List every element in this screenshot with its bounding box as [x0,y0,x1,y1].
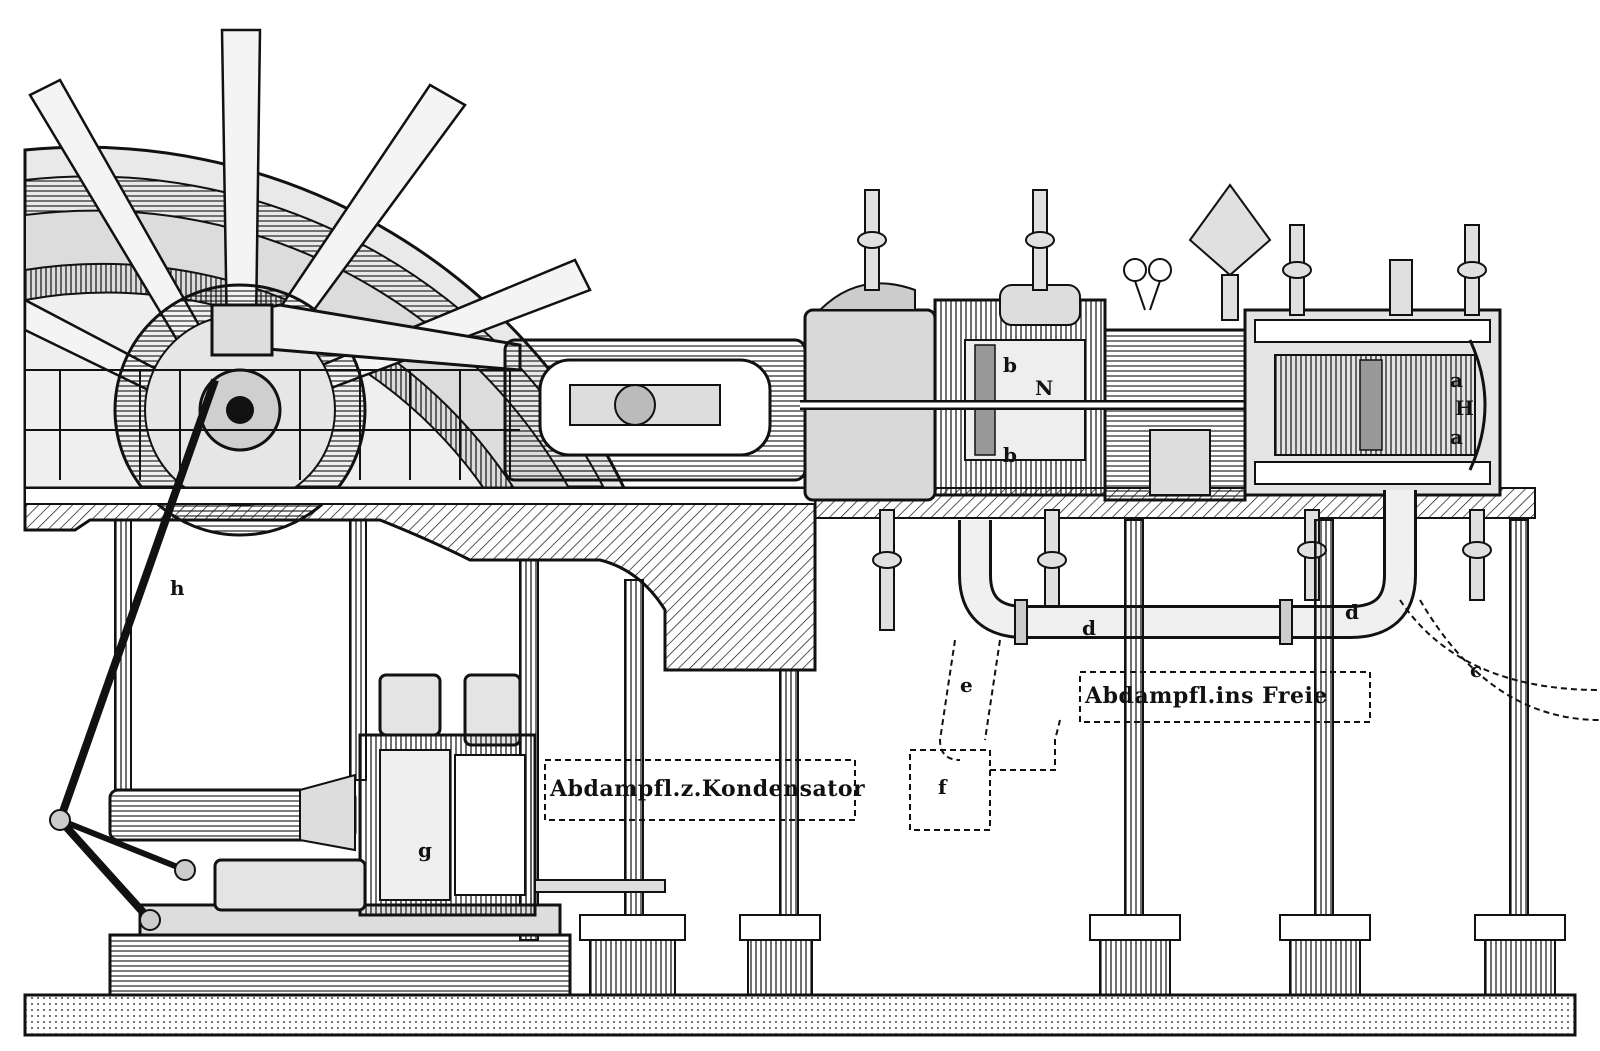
dashed-exhaust-lines [544,599,1600,831]
crosshead-guide [503,338,807,482]
crank [210,303,274,357]
label-d-right: d [1345,600,1359,624]
foundation-ground [23,993,1577,1037]
railing [25,369,520,480]
label-h: h [170,576,185,600]
label-g: g [418,838,432,862]
label-b-top: b [1003,353,1017,377]
label-d-left: d [1082,616,1096,640]
air-pump-condenser [108,673,666,997]
label-H: H [1455,396,1474,420]
label-exhaust-free: Abdampfl.ins Freie [1085,683,1328,709]
support-columns [114,519,1529,941]
label-c: c [1470,658,1483,682]
label-N: N [1035,376,1054,400]
label-b-bottom: b [1003,443,1017,467]
valve-stems-top [857,183,1487,321]
column-pedestals [579,914,1566,996]
label-e: e [960,673,973,697]
label-a-top: a [1450,368,1463,392]
label-a-bottom: a [1450,425,1463,449]
exhaust-pipe-d [958,490,1417,645]
high-pressure-cylinder [1243,308,1502,497]
pump-linkage-h [49,378,219,931]
low-pressure-cylinder [803,282,1247,502]
label-exhaust-condenser: Abdampfl.z.Kondensator [550,776,866,802]
label-f: f [938,775,947,799]
